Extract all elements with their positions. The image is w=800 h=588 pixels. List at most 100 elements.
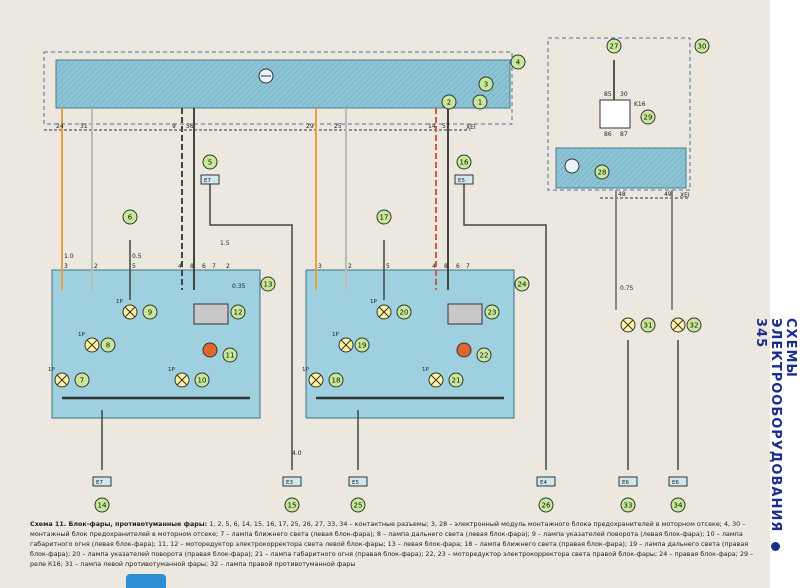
callout-marker: [376, 209, 392, 225]
callout-number: 30: [698, 43, 707, 51]
callout-number: 29: [644, 114, 653, 122]
lamp-label: 1P: [370, 299, 377, 305]
callout-number: 17: [380, 214, 389, 222]
electronic-module-3: [55, 59, 511, 109]
callout-number: 10: [198, 377, 207, 385]
pin-label: 7: [212, 263, 216, 270]
callout-marker: [350, 497, 366, 513]
sidebar: СХЕМЫ ЭЛЕКТРООБОРУДОВАНИЯ 345: [753, 0, 800, 588]
ground-connector: [668, 476, 688, 487]
pin-label: 4: [178, 263, 182, 270]
callout-number: 27: [610, 43, 619, 51]
callout-number: 22: [480, 352, 489, 360]
callout-marker: [441, 94, 457, 110]
pin-label: 7: [466, 263, 470, 270]
motor-11: [202, 342, 218, 358]
callout-marker: [620, 497, 636, 513]
callout-marker: [640, 109, 656, 125]
left-headlight-13: [51, 269, 261, 419]
lamp-label: 1P: [78, 332, 85, 338]
motor-22: [456, 342, 472, 358]
ground-connector: [536, 476, 556, 487]
callout-number: 32: [690, 322, 699, 330]
callout-number: 6: [128, 214, 133, 222]
callout-marker: [472, 94, 488, 110]
page-tab: [126, 574, 166, 588]
callout-number: 8: [106, 342, 110, 350]
ground-connector: [454, 174, 474, 185]
pin-label: 49: [664, 191, 672, 198]
callout-number: 18: [332, 377, 341, 385]
callout-number: 11: [226, 352, 235, 360]
callout-number: 21: [452, 377, 461, 385]
callout-marker: [686, 317, 702, 333]
callout-number: 7: [80, 377, 84, 385]
section-title: СХЕМЫ ЭЛЕКТРООБОРУДОВАНИЯ: [768, 318, 798, 533]
pin-label: 5: [132, 263, 136, 270]
fuse-block-4: [43, 51, 513, 125]
corrector-12: [193, 303, 229, 325]
callout-number: 34: [674, 502, 683, 510]
pin-label: 8: [190, 263, 194, 270]
ground-connector: [92, 476, 112, 487]
page-number: 345: [753, 318, 768, 349]
sidebar-title: СХЕМЫ ЭЛЕКТРООБОРУДОВАНИЯ 345: [753, 318, 798, 578]
callout-marker: [456, 154, 472, 170]
relay-k16: [599, 99, 631, 129]
pin-label: 56: [186, 123, 194, 130]
callout-marker: [694, 38, 710, 54]
pin-label: 4: [432, 263, 436, 270]
figure-caption: Схема 11. Блок-фары, противотуманные фар…: [30, 519, 765, 569]
callout-marker: [328, 372, 344, 388]
lamp-label: 1P: [302, 367, 309, 373]
wire-size-label: 1.5: [220, 240, 230, 247]
callout-marker: [194, 372, 210, 388]
ground-label: Е6: [672, 480, 679, 486]
callout-number: 4: [516, 59, 521, 67]
callout-marker: [396, 304, 412, 320]
callout-number: 25: [354, 502, 363, 510]
ground-label: Е6: [622, 480, 629, 486]
callout-number: 16: [460, 159, 469, 167]
callout-number: 12: [234, 309, 243, 317]
callout-number: 23: [488, 309, 497, 317]
callout-number: 24: [518, 281, 527, 289]
ground-label: Е5: [352, 480, 359, 486]
callout-number: 5: [208, 159, 212, 167]
pin-label: 5: [386, 263, 390, 270]
pin-label: 8: [444, 263, 448, 270]
callout-marker: [640, 317, 656, 333]
callout-marker: [354, 337, 370, 353]
pin-label: 25: [334, 123, 342, 130]
pin-label: 14: [428, 123, 436, 130]
callout-marker: [230, 304, 246, 320]
pin-label: 57: [442, 123, 450, 130]
callout-marker: [94, 497, 110, 513]
pin-label: 6: [202, 263, 206, 270]
callout-number: 13: [264, 281, 273, 289]
right-headlight-24: [305, 269, 515, 419]
ground-label: Е7: [204, 178, 211, 184]
bullet-icon: [770, 541, 780, 551]
pin-label: 3: [318, 263, 322, 270]
pin-label: 6: [456, 263, 460, 270]
pin-label: 29: [306, 123, 314, 130]
ground-label: Е7: [96, 480, 103, 486]
pin-label: 86: [604, 131, 612, 138]
lamp-label: 1P: [422, 367, 429, 373]
callout-marker: [478, 76, 494, 92]
callout-number: 14: [98, 502, 107, 510]
ground-connector: [618, 476, 638, 487]
callout-marker: [514, 276, 530, 292]
corrector-23: [447, 303, 483, 325]
callout-marker: [538, 497, 554, 513]
callout-number: 2: [447, 99, 451, 107]
lamp-label: 1P: [332, 332, 339, 338]
wire-size-label: 0.35: [232, 283, 246, 290]
callout-number: 15: [288, 502, 297, 510]
pin-label: 3: [64, 263, 68, 270]
ground-connector: [348, 476, 368, 487]
pin-label: 24: [56, 123, 64, 130]
